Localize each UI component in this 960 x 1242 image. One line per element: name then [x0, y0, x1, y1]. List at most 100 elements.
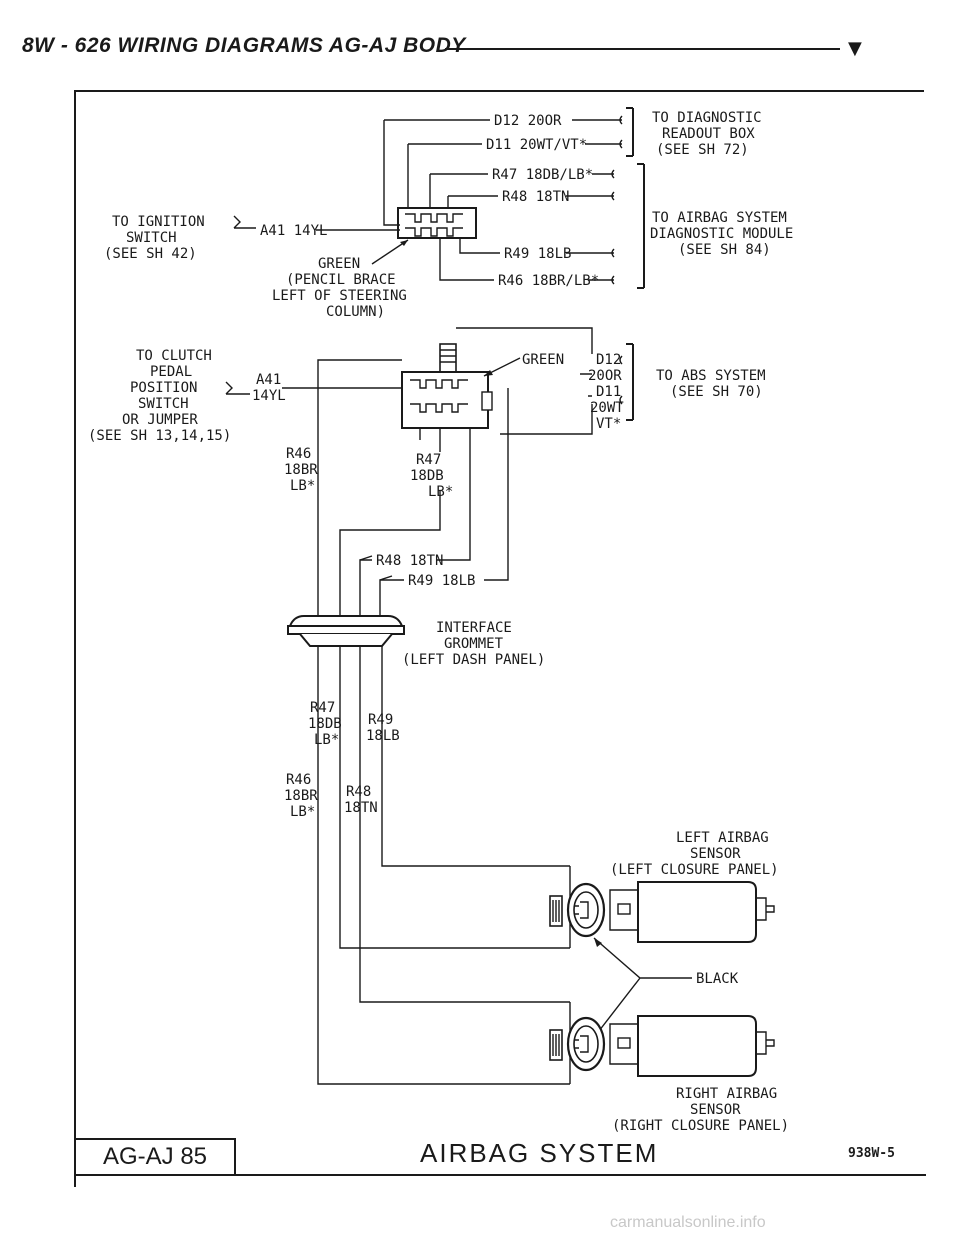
- svg-text:LB*: LB*: [314, 732, 339, 748]
- label-d11: D11 20WT/VT*: [486, 137, 587, 153]
- label-r47-top: R47 18DB/LB*: [492, 167, 593, 183]
- svg-text:(RIGHT CLOSURE PANEL): (RIGHT CLOSURE PANEL): [612, 1118, 789, 1134]
- label-ignition-2: SWITCH: [126, 230, 177, 246]
- label-d11-mid-2: 20WT: [590, 400, 624, 416]
- label-r49-low-1: R49: [368, 712, 393, 728]
- label-r46-mid-3: LB*: [290, 478, 315, 494]
- label-d12: D12 20OR: [494, 113, 562, 129]
- svg-text:20WT: 20WT: [590, 400, 624, 416]
- svg-text:INTERFACE: INTERFACE: [436, 620, 512, 636]
- label-r49-mid: R49 18LB: [408, 573, 475, 589]
- label-clutch-6: (SEE SH 13,14,15): [88, 428, 231, 444]
- svg-text:TO ABS SYSTEM: TO ABS SYSTEM: [656, 368, 766, 384]
- svg-text:18DB: 18DB: [410, 468, 444, 484]
- label-r47-mid-3: LB*: [428, 484, 453, 500]
- svg-text:POSITION: POSITION: [130, 380, 197, 396]
- svg-text:A41: A41: [256, 372, 281, 388]
- label-d11-mid-3: VT*: [596, 416, 621, 432]
- label-green-mid: GREEN: [522, 352, 564, 368]
- label-airbag-module-2: DIAGNOSTIC MODULE: [650, 226, 793, 242]
- label-clutch-3: POSITION: [130, 380, 197, 396]
- svg-text:RIGHT AIRBAG: RIGHT AIRBAG: [676, 1086, 777, 1102]
- label-r48-low-2: 18TN: [344, 800, 378, 816]
- header-rule: [445, 48, 840, 50]
- label-r47-low-3: LB*: [314, 732, 339, 748]
- label-diag-readout-1: TO DIAGNOSTIC: [652, 110, 762, 126]
- svg-text:LB*: LB*: [290, 478, 315, 494]
- svg-text:R48: R48: [346, 784, 371, 800]
- label-r47-low-1: R47: [310, 700, 335, 716]
- svg-text:(LEFT DASH PANEL): (LEFT DASH PANEL): [402, 652, 545, 668]
- svg-text:PEDAL: PEDAL: [150, 364, 192, 380]
- steering-column-connector: [397, 207, 477, 239]
- svg-text:COLUMN): COLUMN): [326, 304, 385, 320]
- svg-text:TO DIAGNOSTIC: TO DIAGNOSTIC: [652, 110, 762, 126]
- svg-text:(SEE SH 42): (SEE SH 42): [104, 246, 197, 262]
- svg-text:TO AIRBAG SYSTEM: TO AIRBAG SYSTEM: [652, 210, 787, 226]
- svg-text:OR JUMPER: OR JUMPER: [122, 412, 198, 428]
- svg-text:READOUT BOX: READOUT BOX: [662, 126, 755, 142]
- interface-grommet: INTERFACE GROMMET (LEFT DASH PANEL): [287, 606, 545, 668]
- svg-text:R49: R49: [368, 712, 393, 728]
- svg-text:D11: D11: [596, 384, 621, 400]
- label-r46-low-1: R46: [286, 772, 311, 788]
- section-title: AIRBAG SYSTEM: [420, 1138, 659, 1168]
- label-ignition-3: (SEE SH 42): [104, 246, 197, 262]
- label-r46-mid-1: R46: [286, 446, 311, 462]
- label-a41-top: A41 14YL: [260, 223, 327, 239]
- svg-text:18LB: 18LB: [366, 728, 400, 744]
- top-wires: [233, 107, 645, 289]
- label-d11-mid-1: D11: [596, 384, 621, 400]
- label-clutch-2: PEDAL: [150, 364, 192, 380]
- page-header: 8W - 626 WIRING DIAGRAMS AG-AJ BODY ▼: [0, 0, 960, 90]
- svg-text:(SEE SH 72): (SEE SH 72): [656, 142, 749, 158]
- label-right-sensor-1: RIGHT AIRBAG: [676, 1086, 777, 1102]
- svg-text:LB*: LB*: [290, 804, 315, 820]
- label-left-sensor-1: LEFT AIRBAG: [676, 830, 769, 846]
- label-diag-readout-2: READOUT BOX: [662, 126, 755, 142]
- svg-text:R47: R47: [310, 700, 335, 716]
- svg-text:TO CLUTCH: TO CLUTCH: [136, 348, 212, 364]
- label-diag-readout-3: (SEE SH 72): [656, 142, 749, 158]
- label-a41-mid-2: 14YL: [252, 388, 286, 404]
- svg-text:SWITCH: SWITCH: [138, 396, 189, 412]
- footer-rule: [76, 1174, 926, 1176]
- label-pencil-brace-1: (PENCIL BRACE: [286, 272, 396, 288]
- label-black: BLACK: [696, 971, 739, 987]
- svg-text:D12: D12: [596, 352, 621, 368]
- svg-text:LB*: LB*: [428, 484, 453, 500]
- label-clutch-4: SWITCH: [138, 396, 189, 412]
- frame-top-border: [74, 90, 924, 92]
- label-d12-mid-1: D12: [596, 352, 621, 368]
- svg-text:(SEE SH 70): (SEE SH 70): [670, 384, 763, 400]
- label-left-sensor-2: SENSOR: [690, 846, 741, 862]
- svg-text:LEFT OF STEERING: LEFT OF STEERING: [272, 288, 407, 304]
- left-airbag-sensor: LEFT AIRBAG SENSOR (LEFT CLOSURE PANEL): [549, 830, 779, 948]
- label-grommet-1: INTERFACE: [436, 620, 512, 636]
- label-right-sensor-2: SENSOR: [690, 1102, 741, 1118]
- label-clutch-1: TO CLUTCH: [136, 348, 212, 364]
- svg-text:18TN: 18TN: [344, 800, 378, 816]
- watermark: carmanualsonline.info: [610, 1214, 766, 1231]
- label-left-sensor-3: (LEFT CLOSURE PANEL): [610, 862, 779, 878]
- svg-text:VT*: VT*: [596, 416, 621, 432]
- lower-wires: R47 18DB LB* R49 18LB R46 18BR LB* R48 1…: [284, 646, 570, 1085]
- svg-text:R46: R46: [286, 772, 311, 788]
- label-r48-top: R48 18TN: [502, 189, 569, 205]
- mid-connector: [401, 343, 493, 429]
- svg-text:18BR: 18BR: [284, 462, 318, 478]
- label-r47-mid-2: 18DB: [410, 468, 444, 484]
- right-airbag-sensor: RIGHT AIRBAG SENSOR (RIGHT CLOSURE PANEL…: [549, 1002, 789, 1134]
- label-airbag-module-3: (SEE SH 84): [678, 242, 771, 258]
- svg-text:(SEE SH 84): (SEE SH 84): [678, 242, 771, 258]
- label-grommet-2: GROMMET: [444, 636, 504, 652]
- label-r46-top: R46 18BR/LB*: [498, 273, 599, 289]
- svg-text:R47: R47: [416, 452, 441, 468]
- svg-text:SENSOR: SENSOR: [690, 846, 741, 862]
- svg-text:14YL: 14YL: [252, 388, 286, 404]
- down-triangle-icon: ▼: [848, 38, 862, 59]
- label-r47-low-2: 18DB: [308, 716, 342, 732]
- svg-text:(LEFT CLOSURE PANEL): (LEFT CLOSURE PANEL): [610, 862, 779, 878]
- drawing-id: 938W-5: [848, 1146, 895, 1161]
